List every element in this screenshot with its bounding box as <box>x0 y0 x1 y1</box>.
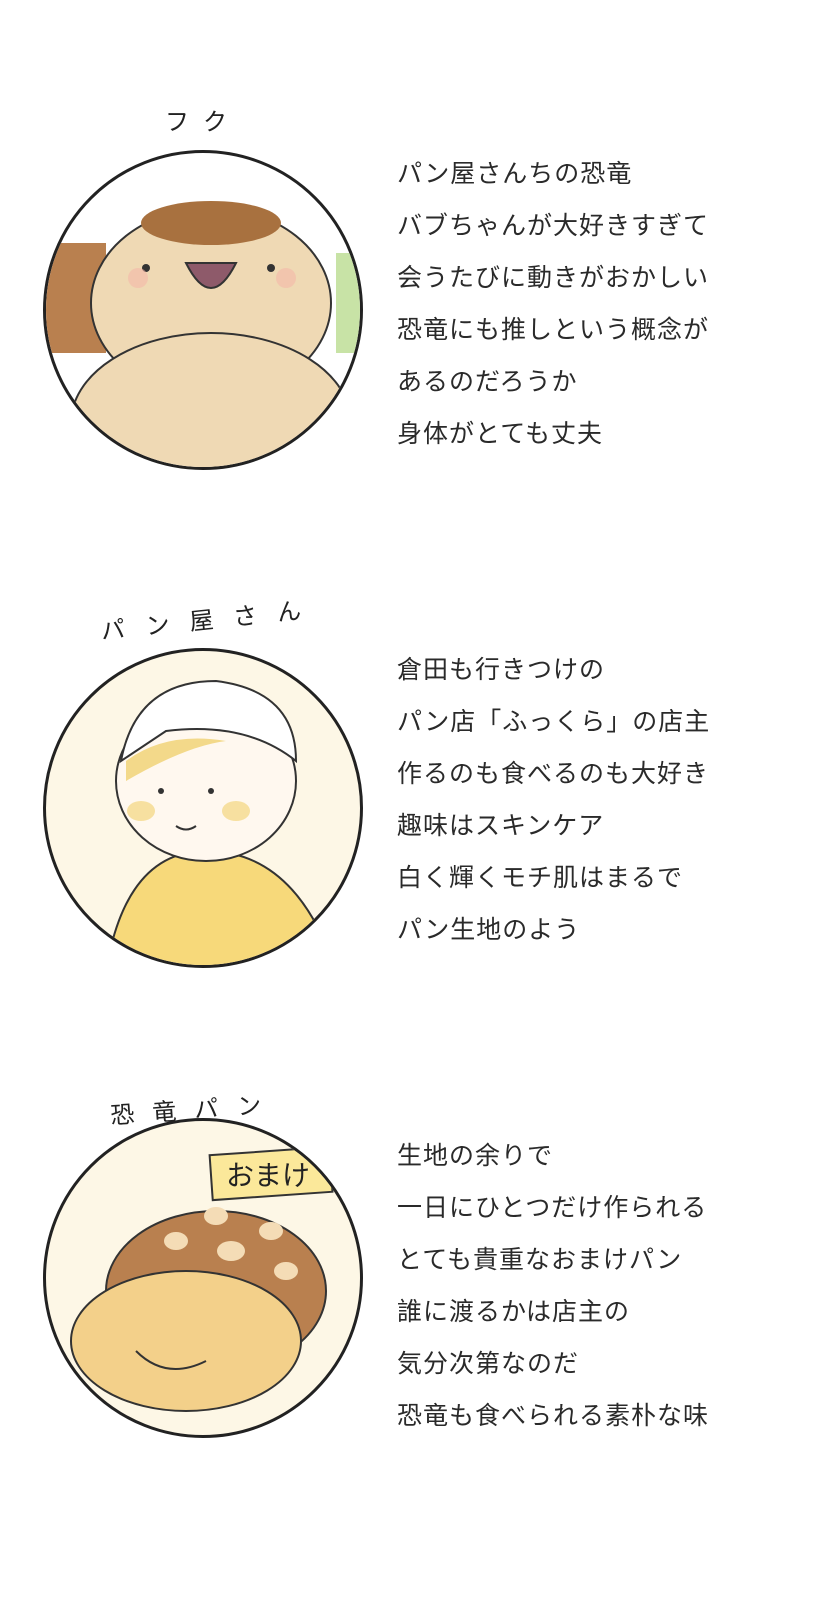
baker-illustration <box>106 679 335 965</box>
dinosaur-illustration <box>46 201 360 467</box>
description-line: あるのだろうか <box>397 367 578 396</box>
description-line: 倉田も行きつけの <box>397 655 606 684</box>
dino-bread-portrait: おまけ <box>43 1118 363 1438</box>
description-line: 作るのも食べるのも大好き <box>397 759 710 788</box>
character-description: 生地の余りで 一日にひとつだけ作られる とても貴重なおまけパン 誰に渡るかは店主… <box>397 1130 709 1442</box>
description-line: 恐竜も食べられる素朴な味 <box>397 1401 710 1430</box>
description-line: パン店「ふっくら」の店主 <box>397 707 711 736</box>
description-line: 誰に渡るかは店主の <box>397 1297 631 1326</box>
character-name: パン屋さん <box>99 594 323 646</box>
description-line: 恐竜にも推しという概念が <box>397 315 710 344</box>
description-line: 身体がとても丈夫 <box>397 419 604 448</box>
description-line: バブちゃんが大好きすぎて <box>397 211 710 240</box>
baker-portrait <box>43 648 363 968</box>
character-name: フク <box>165 108 241 136</box>
description-line: パン屋さんちの恐竜 <box>397 159 633 188</box>
character-description: パン屋さんちの恐竜 バブちゃんが大好きすぎて 会うたびに動きがおかしい 恐竜にも… <box>397 148 709 460</box>
sign-text: おまけ <box>226 1159 310 1192</box>
dino-bread-illustration: おまけ <box>70 1145 334 1412</box>
character-description: 倉田も行きつけの パン店「ふっくら」の店主 作るのも食べるのも大好き 趣味はスキ… <box>397 644 710 956</box>
description-line: とても貴重なおまけパン <box>397 1245 683 1274</box>
description-line: 白く輝くモチ肌はまるで <box>397 863 684 892</box>
description-line: 趣味はスキンケア <box>397 811 605 840</box>
fuku-portrait <box>43 150 363 470</box>
description-line: パン生地のよう <box>397 915 581 944</box>
description-line: 会うたびに動きがおかしい <box>397 263 710 292</box>
description-line: 気分次第なのだ <box>397 1349 580 1378</box>
description-line: 生地の余りで <box>397 1141 554 1170</box>
description-line: 一日にひとつだけ作られる <box>397 1193 708 1222</box>
